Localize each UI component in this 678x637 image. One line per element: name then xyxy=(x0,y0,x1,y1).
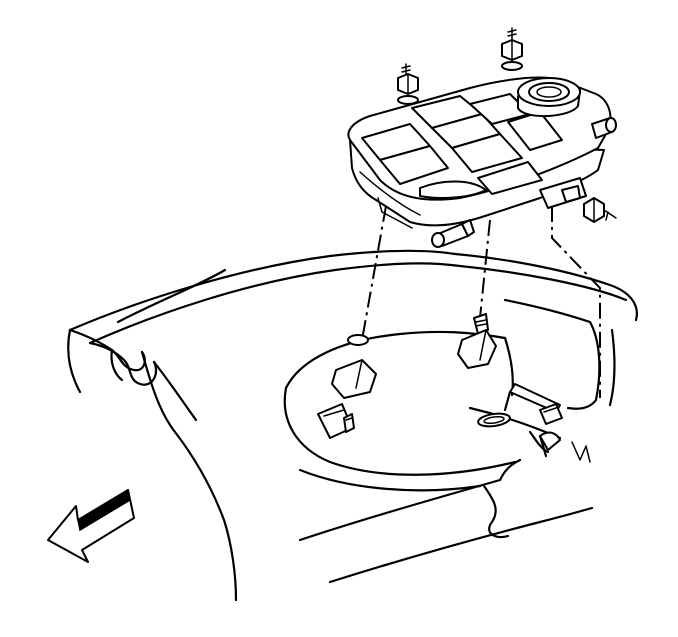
fender-wheelhouse-structure xyxy=(67,249,638,602)
reservoir-cap-icon xyxy=(528,82,570,102)
rubber-insulator-icon xyxy=(331,359,377,399)
mounting-stud-icon xyxy=(539,403,563,425)
assembly-centerlines xyxy=(361,205,601,398)
front-direction-arrow-icon xyxy=(47,488,135,563)
mounting-stud-icon xyxy=(343,413,355,433)
rubber-insulator-icon xyxy=(457,329,497,369)
rubber-insulator-right xyxy=(457,313,497,369)
mounting-nut-left xyxy=(397,63,419,105)
mounting-nut-side xyxy=(583,197,617,223)
rubber-insulator-left xyxy=(331,334,377,399)
stud-bracket-lower xyxy=(317,403,355,439)
mounting-nut-right xyxy=(501,27,523,71)
stud-bracket-right xyxy=(538,403,563,458)
mounting-stud-icon xyxy=(473,313,489,335)
coolant-reservoir xyxy=(347,76,617,248)
